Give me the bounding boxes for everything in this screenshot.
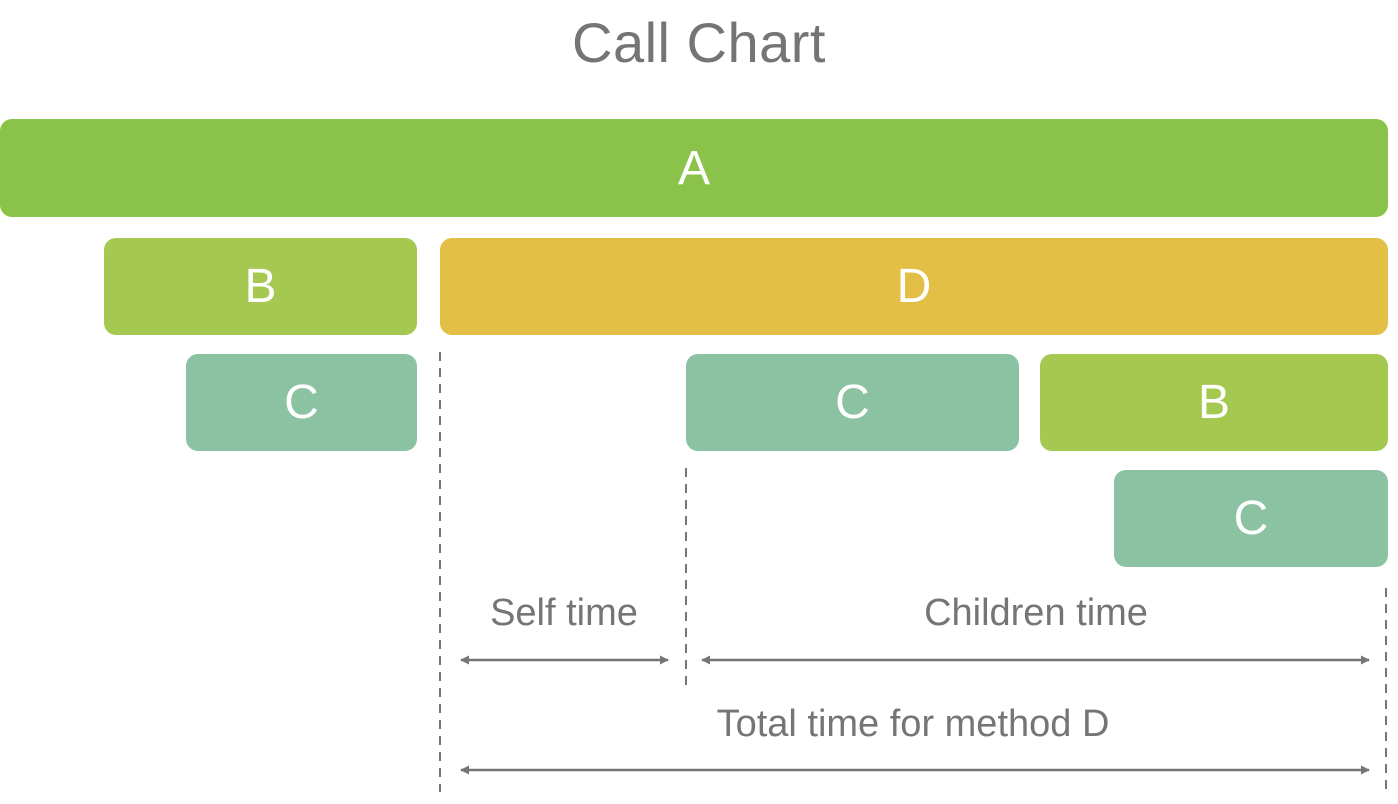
method-a-label: A <box>677 141 710 195</box>
method-c-label: C <box>284 376 319 429</box>
method-b-bar: B <box>1040 354 1388 451</box>
method-d-bar: D <box>440 238 1388 335</box>
method-b-bar: B <box>104 238 417 335</box>
method-c-label: C <box>1233 492 1269 545</box>
method-a-bar: A <box>0 119 1388 217</box>
method-c-bar: C <box>186 354 417 451</box>
self-time-label: Self time <box>490 592 638 634</box>
method-c-bar: C <box>1114 470 1388 567</box>
method-c-bar: C <box>686 354 1019 451</box>
method-d-label: D <box>896 260 932 313</box>
method-b-label: B <box>1197 376 1230 429</box>
children-time-label: Children time <box>924 592 1148 634</box>
method-c-label: C <box>835 376 870 429</box>
chart-title: Call Chart <box>572 11 826 74</box>
total-time-label: Total time for method D <box>716 703 1110 745</box>
method-b-label: B <box>244 260 277 313</box>
